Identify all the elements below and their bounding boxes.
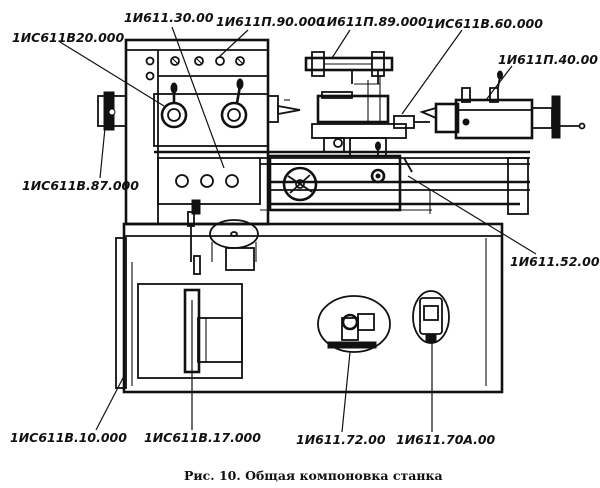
spindle-chuck	[267, 95, 301, 123]
label-1i611-70a: 1И611.70А.00	[396, 432, 496, 447]
lower-controls	[187, 199, 259, 275]
label-1ic611v-17: 1ИС611В.17.000	[144, 430, 261, 445]
headstock	[97, 38, 270, 226]
label-1ic611v-60: 1ИС611В.60.000	[426, 16, 543, 31]
carriage-apron	[268, 141, 413, 212]
leader-lines	[59, 26, 537, 433]
pump-unit	[412, 290, 450, 344]
figure-caption: Рис. 10. Общая компоновка станка	[184, 468, 443, 483]
motor-unit	[317, 295, 391, 353]
tailstock	[419, 70, 586, 140]
label-1i611-30: 1И611.30.00	[124, 10, 214, 25]
machine-base	[115, 222, 504, 394]
part-labels: 1ИС611В20.000 1И611.30.00 1И611П.90.000 …	[10, 10, 600, 447]
label-1ic611v20: 1ИС611В20.000	[12, 30, 124, 45]
label-1ic611v-87: 1ИС611В.87.000	[22, 178, 139, 193]
label-1i611p-40: 1И611П.40.00	[498, 52, 598, 67]
label-1i611-72: 1И611.72.00	[296, 432, 386, 447]
label-1i611p-90: 1И611П.90.000	[216, 14, 325, 29]
tool-post	[311, 76, 430, 157]
cabinet-door	[137, 283, 243, 379]
copy-attachment	[304, 51, 394, 84]
label-1i611p-89: 1И611П.89.000	[318, 14, 427, 29]
label-1i611-52: 1И611.52.00	[510, 254, 600, 269]
label-1ic611v-10: 1ИС611В.10.000	[10, 430, 127, 445]
